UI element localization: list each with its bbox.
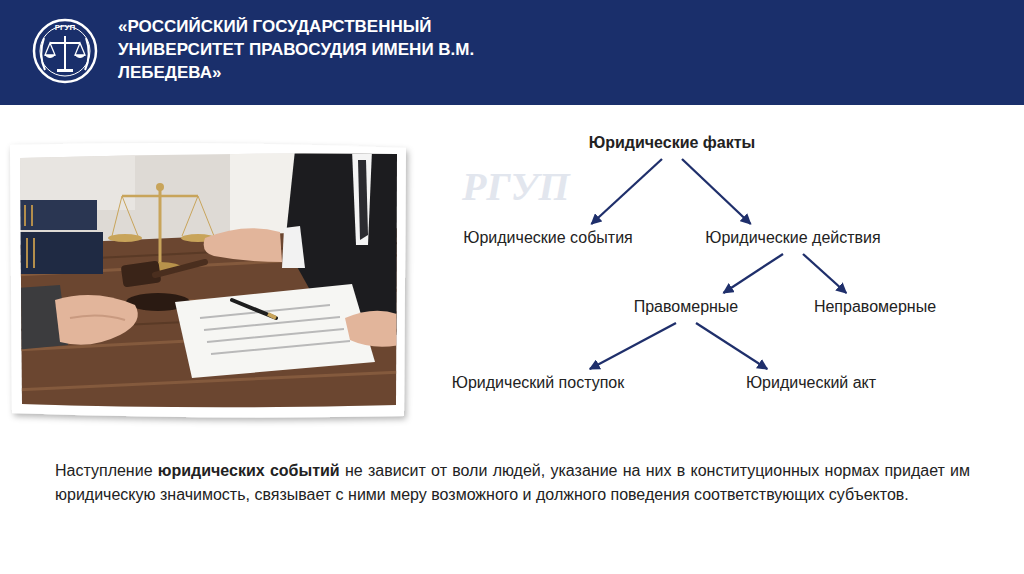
court-photo-part-part — [15, 200, 97, 230]
concept-text: Неправомерные — [814, 297, 936, 317]
court-photo-part-part — [155, 262, 205, 275]
concept-node: Юридические действия — [703, 227, 882, 249]
arrow-connector — [682, 159, 751, 224]
body-paragraph-part — [153, 462, 158, 479]
body-text-bold: юридических событий — [158, 462, 340, 479]
court-photo-part-part — [15, 232, 103, 274]
university-logo-part — [40, 26, 90, 76]
court-photo-part-part — [15, 150, 405, 415]
university-logo-part — [45, 43, 85, 55]
concept-node: Правомерные — [632, 296, 741, 318]
body-paragraph-part — [340, 462, 345, 479]
court-photo-part-part — [70, 315, 125, 320]
root-concept: Юридические факты — [587, 132, 758, 154]
court-photo-part-part — [282, 226, 305, 268]
court-photo-part — [10, 143, 406, 417]
university-logo-part — [45, 55, 85, 58]
body-paragraph: Наступление юридических событий не завис… — [55, 459, 970, 507]
court-photo-part-part — [345, 311, 400, 347]
court-photo-part-part — [159, 188, 162, 266]
court-photo-part-part — [358, 160, 368, 240]
court-photo-part-part — [108, 234, 142, 242]
concept-text: Юридический акт — [746, 373, 876, 393]
watermark: РГУП — [462, 163, 570, 210]
court-photo-part-part — [175, 284, 375, 378]
court-photo-part-part — [25, 205, 34, 268]
concept-node: Юридический акт — [744, 372, 878, 394]
concept-text: Юридические факты — [589, 133, 756, 153]
court-photo-part — [15, 150, 405, 415]
slide-title: «РОССИЙСКИЙ ГОСУДАРСТВЕННЫЙ УНИВЕРСИТЕТ … — [118, 15, 478, 84]
concept-node: Неправомерные — [812, 296, 938, 318]
concept-text: Правомерные — [634, 297, 739, 317]
arrow-connector — [723, 254, 783, 293]
university-logo-part — [50, 42, 80, 44]
court-photo-part-part — [112, 196, 214, 236]
university-logo-part — [34, 20, 96, 82]
arrow-connector — [696, 323, 767, 369]
court-photo-part-part — [55, 295, 138, 345]
arrow-connector — [590, 323, 676, 369]
court-photo — [10, 143, 406, 417]
court-photo-part-part — [232, 300, 276, 318]
concept-node: Юридический поступок — [450, 372, 626, 394]
court-photo-part-part — [268, 314, 276, 318]
concept-text: Юридические события — [463, 228, 632, 248]
university-logo-part — [64, 36, 66, 70]
court-photo-part-part — [200, 305, 350, 354]
body-text: Наступление — [55, 462, 153, 479]
court-photo-part-part — [204, 228, 282, 262]
university-logo-part — [57, 69, 73, 72]
concept-node: Юридические события — [461, 227, 634, 249]
court-photo-part-part — [352, 150, 372, 245]
concept-text: Юридический поступок — [452, 373, 624, 393]
header-bar: «РОССИЙСКИЙ ГОСУДАРСТВЕННЫЙ УНИВЕРСИТЕТ … — [0, 0, 1024, 105]
concept-text: Юридические действия — [705, 228, 880, 248]
university-logo — [34, 20, 96, 82]
arrow-connector — [803, 254, 846, 293]
court-photo-part-part — [156, 183, 164, 191]
court-photo-part-part — [122, 195, 198, 198]
arrow-connector — [591, 159, 662, 224]
